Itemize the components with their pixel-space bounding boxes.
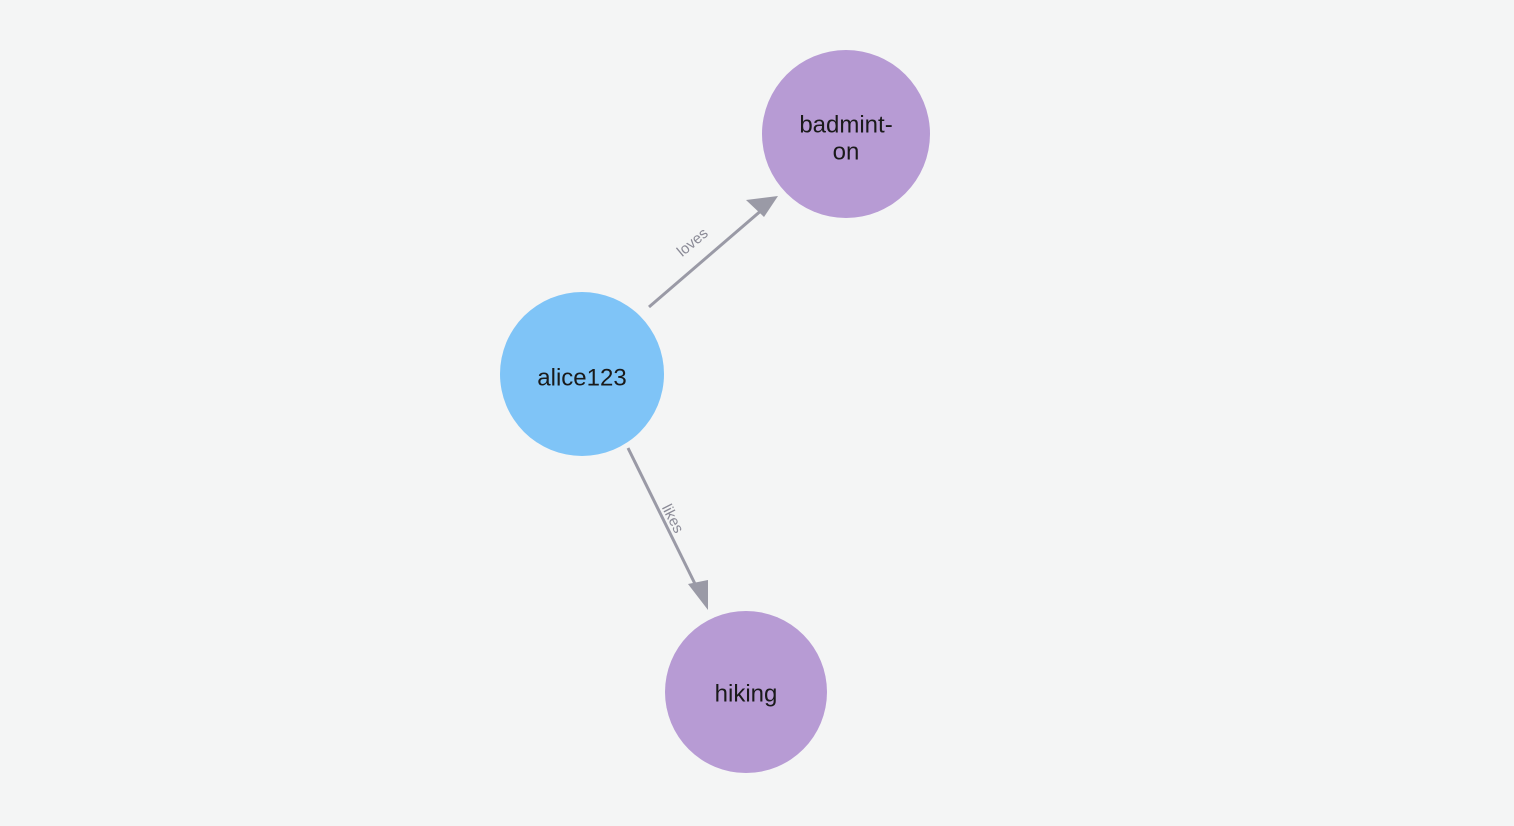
edge-alice123-likes-hiking[interactable]: likes xyxy=(626,447,708,610)
edge-arrowhead-likes xyxy=(688,580,708,610)
edge-label-loves: loves xyxy=(674,225,712,261)
node-circle-badminton[interactable] xyxy=(762,50,930,218)
edge-arrowhead-loves xyxy=(746,196,778,217)
nodes-layer: badmint- on alice123 hiking xyxy=(500,50,930,773)
edge-alice123-loves-badminton[interactable]: loves xyxy=(648,196,778,309)
node-hiking[interactable]: hiking xyxy=(665,611,827,773)
edge-line-loves[interactable] xyxy=(648,201,771,309)
edge-line-likes[interactable] xyxy=(626,447,702,595)
node-badminton[interactable]: badmint- on xyxy=(762,50,930,218)
node-circle-hiking[interactable] xyxy=(665,611,827,773)
node-alice123[interactable]: alice123 xyxy=(500,292,664,456)
node-circle-alice123[interactable] xyxy=(500,292,664,456)
